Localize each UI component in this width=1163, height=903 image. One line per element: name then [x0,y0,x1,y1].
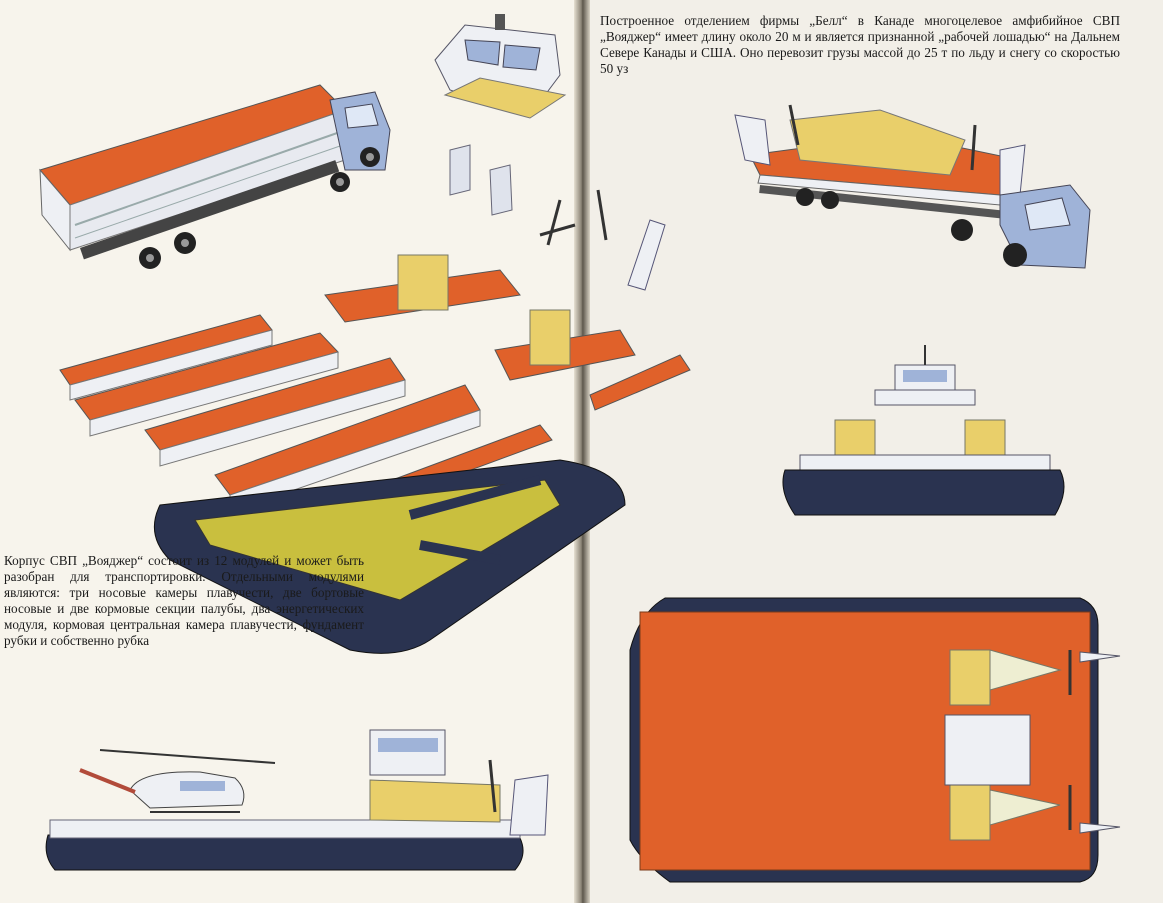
loose-parts [449,144,666,291]
wheelhouse-module [434,14,567,119]
truck-with-deck-modules [39,84,391,269]
book-gutter [574,0,590,903]
hovercraft-front-view [782,345,1065,516]
caption-top-right: Построенное отделением фирмы „Белл“ в Ка… [600,13,1120,76]
exploded-hull-modules [59,254,691,654]
hovercraft-on-semitrailer [734,104,1091,269]
caption-left: Корпус СВП „Вояджер“ состоит из 12 модул… [4,553,364,648]
hovercraft-top-view [629,597,1121,883]
hovercraft-side-view-with-helicopter [45,729,549,871]
